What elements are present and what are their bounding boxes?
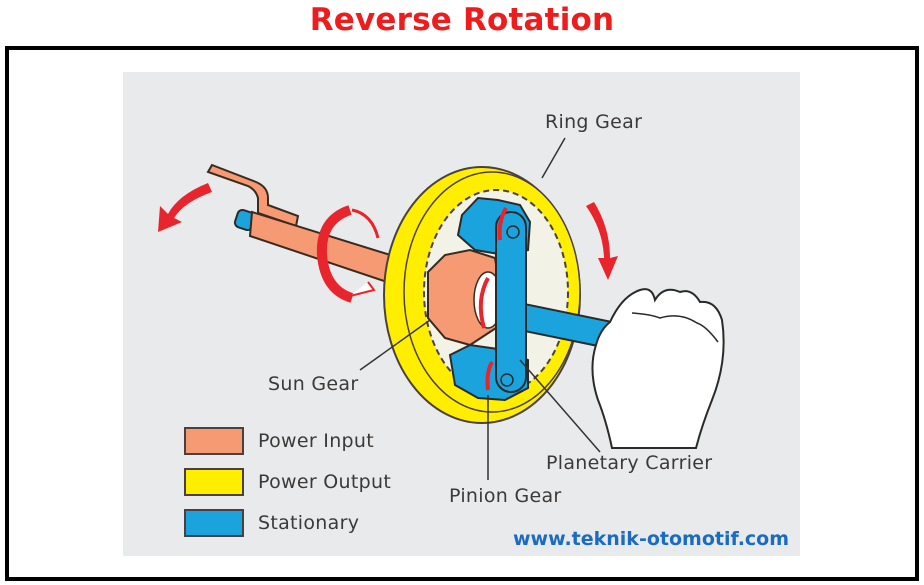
left-rotation-arrow [158,183,212,232]
ring-rotation-arrow [586,202,618,280]
page-title: Reverse Rotation [309,2,615,38]
ring-gear-label: Ring Gear [545,111,643,133]
planetary-carrier [495,211,614,393]
legend-swatch-power-input [184,427,244,455]
pinion-gear-label: Pinion Gear [449,485,562,507]
legend-label: Power Output [258,471,392,493]
legend-swatch-stationary [184,509,244,537]
hand-icon [591,288,725,449]
pinion-rotation-arrow-bottom [485,360,494,391]
legend-item-power-input: Power Input [184,426,374,456]
sun-rotation-arrow [478,277,490,329]
sun-gear-label: Sun Gear [268,373,359,395]
planetary-carrier-label: Planetary Carrier [546,452,713,474]
pinion-rotation-arrow-top [497,207,508,241]
legend-swatch-power-output [184,468,244,496]
legend-label: Power Input [258,430,374,452]
shaft-rotation-arrow [316,205,380,303]
watermark: www.teknik-otomotif.com [513,528,790,550]
legend-item-stationary: Stationary [184,508,359,538]
legend-item-power-output: Power Output [184,467,391,497]
legend-label: Stationary [258,512,360,534]
